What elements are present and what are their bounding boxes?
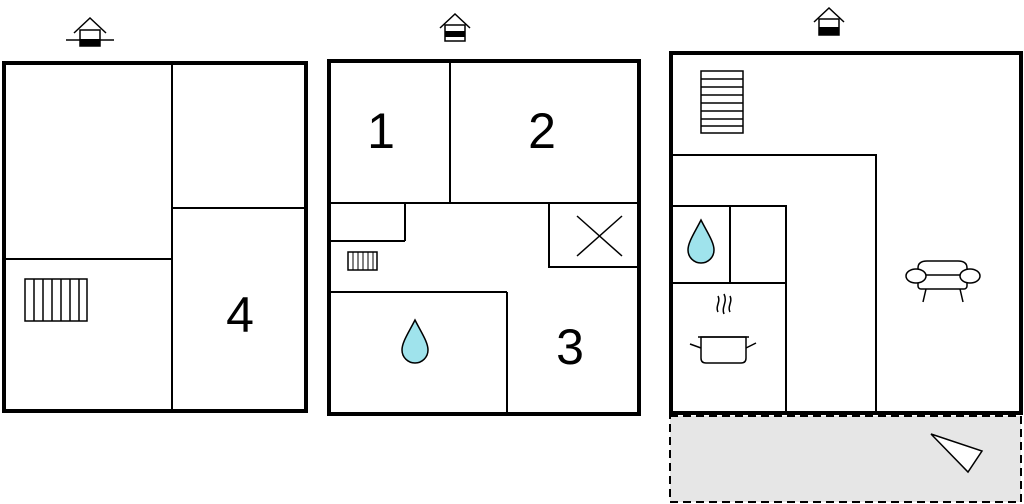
radiator-icon (24, 278, 88, 322)
room-number-3: 3 (556, 319, 584, 375)
cooking-pot-icon (689, 293, 757, 364)
water-drop-icon (687, 218, 715, 264)
attic-level-icon (66, 16, 114, 47)
floor-plan-1: 4 (2, 16, 308, 413)
floor-plan-3 (669, 6, 1023, 503)
ground-floor-level-icon (813, 6, 845, 36)
stairs-icon (700, 70, 744, 134)
void-area (548, 202, 640, 268)
terrace-direction-icon (930, 433, 984, 474)
upper-floor-level-icon (439, 12, 471, 42)
room-number-2: 2 (528, 103, 556, 159)
plan-1-outline (2, 61, 308, 413)
floor-plan-2: 1 2 3 (327, 12, 641, 416)
wall (671, 205, 787, 413)
radiator-icon (347, 251, 378, 271)
water-drop-icon (401, 318, 429, 364)
sofa-icon (905, 260, 981, 303)
wall (671, 154, 877, 413)
void-cross-icon (576, 215, 623, 257)
room-number-1: 1 (367, 103, 395, 159)
room-number-4: 4 (226, 287, 254, 343)
plan-3-outline (669, 51, 1023, 415)
